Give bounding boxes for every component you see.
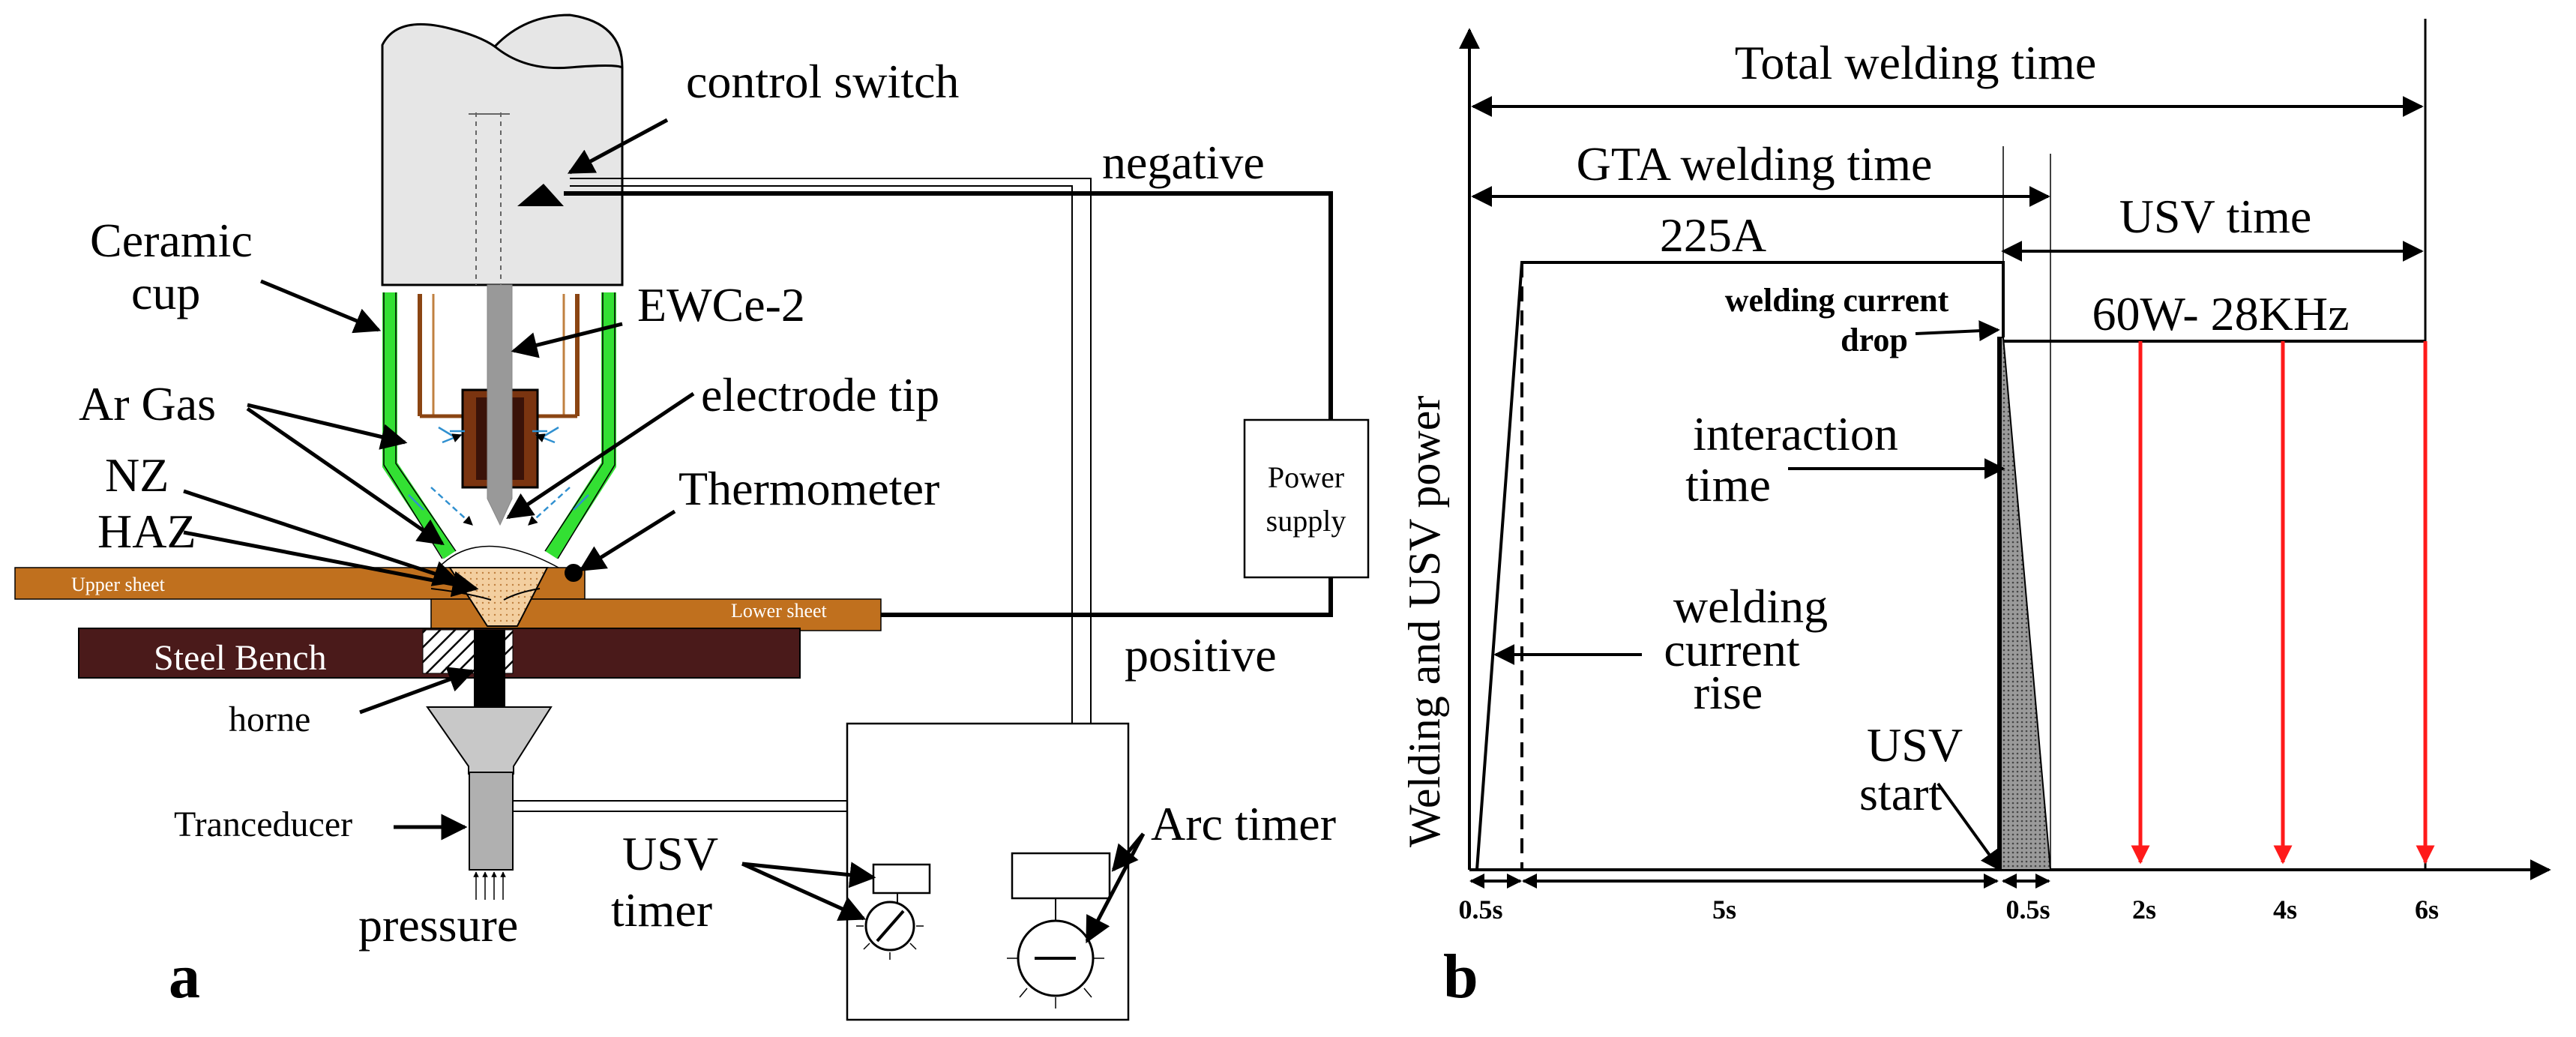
tick-4: 4s: [2273, 895, 2297, 925]
torch-body: [381, 13, 624, 286]
arc-timer-switch: [1011, 852, 1111, 900]
welding-current-profile: [1475, 261, 2005, 871]
pressure-arrows: [473, 871, 506, 900]
tick-5: 6s: [2415, 895, 2439, 925]
label-ceramic-cup-1: Ceramic: [90, 214, 253, 267]
label-haz: HAZ: [97, 505, 196, 558]
label-nz: NZ: [105, 448, 169, 502]
control-switch-icon: [517, 184, 564, 206]
pointer-arrows-b: [1493, 320, 2005, 872]
label-usv-timer-1: USV: [622, 827, 718, 880]
label-rise-1: welding: [1673, 580, 1828, 633]
label-steel-bench: Steel Bench: [154, 638, 327, 678]
label-negative: negative: [1102, 136, 1265, 189]
horn: [474, 630, 505, 711]
wiring: [513, 178, 1333, 864]
label-positive: positive: [1125, 628, 1277, 682]
label-current-drop-2: drop: [1841, 322, 1908, 358]
power-supply-label-2: supply: [1266, 504, 1346, 538]
label-rise-3: rise: [1694, 666, 1763, 719]
power-supply-box: [1243, 418, 1370, 579]
gas-flow-arrows: [408, 427, 589, 526]
label-gta-time: GTA welding time: [1577, 137, 1933, 190]
label-interaction-1: interaction: [1693, 407, 1898, 460]
label-total-time: Total welding time: [1735, 36, 2097, 89]
panel-b: Welding and USV power Total welding time…: [1400, 19, 2551, 1012]
dial-ticks: [856, 925, 1104, 1009]
label-arc-timer: Arc timer: [1151, 797, 1336, 850]
label-usv-time: USV time: [2119, 190, 2312, 243]
label-control-switch: control switch: [686, 55, 959, 108]
label-usv-timer-2: timer: [611, 883, 712, 937]
tick-2: 0.5s: [2005, 895, 2050, 925]
panel-b-letter: b: [1443, 942, 1478, 1012]
horn-funnel: [426, 706, 553, 775]
thermometer-icon: [565, 564, 583, 582]
tick-3: 2s: [2132, 895, 2156, 925]
pointer-arrows-a: [183, 118, 1146, 944]
tick-0: 0.5s: [1458, 895, 1502, 925]
tick-1: 5s: [1712, 895, 1736, 925]
panel-a: Power supply: [14, 13, 1370, 1021]
label-tranceducer: Tranceducer: [174, 805, 352, 844]
label-rise-2: current: [1664, 623, 1799, 676]
label-usv-start-2: start: [1859, 767, 1942, 820]
panel-a-letter: a: [169, 942, 200, 1012]
label-horne: horne: [229, 700, 310, 739]
usv-pulse-arrows: [2131, 341, 2435, 865]
label-interaction-2: time: [1685, 458, 1771, 511]
label-pressure: pressure: [358, 898, 518, 952]
label-ewce2: EWCe-2: [637, 278, 805, 331]
label-lower-sheet: Lower sheet: [731, 600, 828, 622]
power-supply-label-1: Power: [1268, 460, 1344, 494]
label-electrode-tip: electrode tip: [701, 368, 939, 421]
electrode: [487, 284, 513, 526]
label-thermometer: Thermometer: [678, 462, 939, 515]
label-ar-gas: Ar Gas: [79, 377, 216, 430]
y-axis-label: Welding and USV power: [1400, 396, 1449, 847]
label-current-225a: 225A: [1660, 208, 1766, 262]
label-ceramic-cup-2: cup: [131, 266, 200, 319]
label-current-drop-1: welding current: [1725, 282, 1949, 319]
transducer: [469, 772, 514, 871]
label-usv-start-1: USV: [1867, 718, 1963, 772]
label-usv-power: 60W- 28KHz: [2092, 287, 2349, 340]
interaction-region: [1997, 337, 2052, 871]
usv-timer-switch: [872, 863, 931, 895]
label-upper-sheet: Upper sheet: [71, 574, 166, 595]
